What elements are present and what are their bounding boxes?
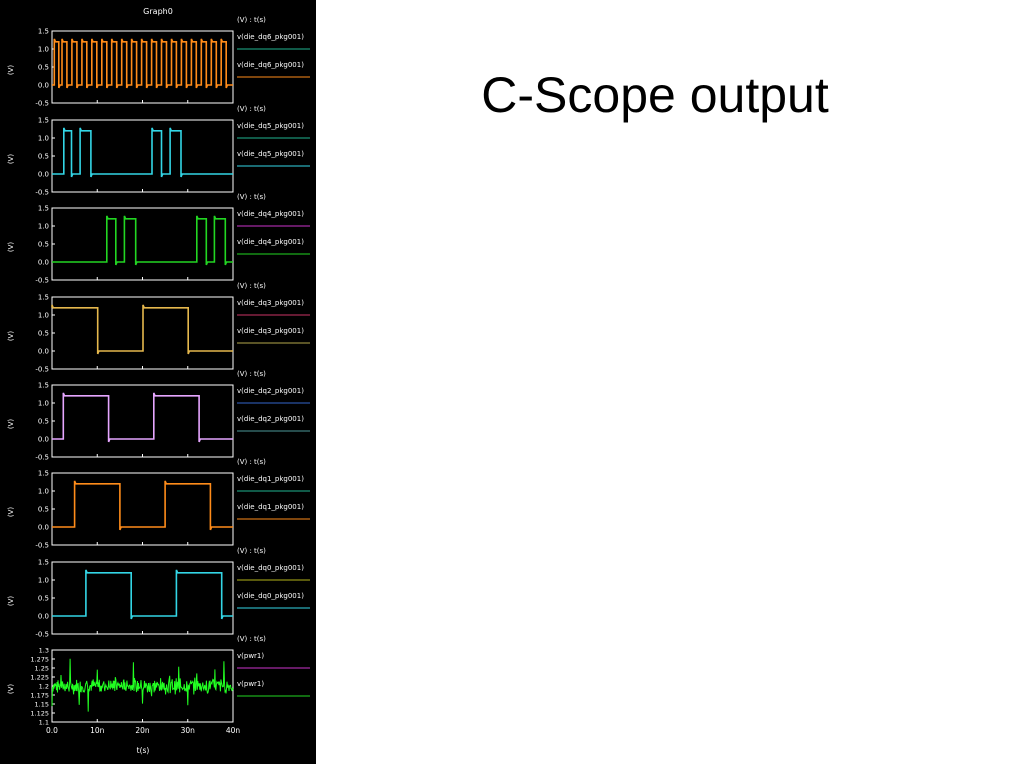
panel-axis-label: (V) : t(s) — [237, 635, 266, 643]
waveform-series — [52, 392, 233, 443]
y-tick-label: 1.3 — [39, 647, 49, 655]
waveform-series — [52, 127, 233, 178]
y-tick-label: -0.5 — [35, 542, 49, 550]
y-tick-label: 1.5 — [38, 559, 49, 567]
graph-title: Graph0 — [143, 7, 173, 16]
y-tick-label: 1.5 — [38, 382, 49, 390]
y-tick-label: 1.0 — [38, 312, 49, 320]
legend-entry-label: v(die_dq4_pkg001) — [237, 238, 304, 246]
y-tick-label: 1.5 — [38, 470, 49, 478]
legend-entry-label: v(die_dq5_pkg001) — [237, 150, 304, 158]
legend-entry-label: v(die_dq3_pkg001) — [237, 299, 304, 307]
y-tick-label: 1.0 — [38, 223, 49, 231]
legend-entry-label: v(die_dq0_pkg001) — [237, 564, 304, 572]
waveform-series — [51, 304, 233, 355]
y-axis-label: (V) — [7, 65, 15, 76]
legend-entry-label: v(die_dq2_pkg001) — [237, 415, 304, 423]
y-tick-label: 1.15 — [35, 701, 49, 709]
y-tick-label: 1.0 — [38, 400, 49, 408]
legend-entry-label: v(die_dq4_pkg001) — [237, 210, 304, 218]
legend-entry-label: v(die_dq2_pkg001) — [237, 387, 304, 395]
y-axis-label: (V) — [7, 154, 15, 165]
legend-entry-label: v(die_dq1_pkg001) — [237, 475, 304, 483]
legend-entry-label: v(pwr1) — [237, 680, 264, 688]
panel-axis-label: (V) : t(s) — [237, 458, 266, 466]
y-tick-label: -0.5 — [35, 454, 49, 462]
y-tick-label: 0.0 — [38, 436, 49, 444]
panel-axis-label: (V) : t(s) — [237, 282, 266, 290]
y-tick-label: -0.5 — [35, 100, 49, 108]
y-tick-label: 1.0 — [38, 135, 49, 143]
y-tick-label: 1.125 — [30, 710, 49, 718]
panel-axis-label: (V) : t(s) — [237, 547, 266, 555]
panel-axis-label: (V) : t(s) — [237, 370, 266, 378]
y-tick-label: 1.2 — [39, 683, 49, 691]
y-axis-label: (V) — [7, 596, 15, 607]
y-tick-label: 1.0 — [38, 577, 49, 585]
y-tick-label: 0.5 — [38, 595, 49, 603]
y-tick-label: 0.5 — [38, 506, 49, 514]
y-tick-label: -0.5 — [35, 631, 49, 639]
y-tick-label: 0.5 — [38, 418, 49, 426]
y-tick-label: 0.0 — [38, 524, 49, 532]
waveform-series — [52, 38, 233, 89]
legend-entry-label: v(die_dq6_pkg001) — [237, 61, 304, 69]
y-tick-label: 1.175 — [30, 692, 49, 700]
y-axis-label: (V) — [7, 242, 15, 253]
y-tick-label: 0.5 — [38, 330, 49, 338]
y-tick-label: 0.0 — [38, 82, 49, 90]
legend-entry-label: v(die_dq5_pkg001) — [237, 122, 304, 130]
y-tick-label: 1.225 — [30, 674, 49, 682]
y-tick-label: 0.5 — [38, 153, 49, 161]
y-tick-label: 0.5 — [38, 64, 49, 72]
y-axis-label: (V) — [7, 331, 15, 342]
legend-entry-label: v(pwr1) — [237, 652, 264, 660]
scope-panel: Graph0 t(s) 1.5 1.0 0.5 0.0 -0.5 (V) (V) : t(s… — [0, 0, 316, 764]
y-axis-label: (V) — [7, 684, 15, 695]
y-axis-label: (V) — [7, 419, 15, 430]
y-tick-label: -0.5 — [35, 277, 49, 285]
y-axis-label: (V) — [7, 507, 15, 518]
y-tick-label: 0.0 — [38, 348, 49, 356]
panel-axis-label: (V) : t(s) — [237, 193, 266, 201]
scope-chart: Graph0 t(s) 1.5 1.0 0.5 0.0 -0.5 (V) (V) : t(s… — [7, 7, 310, 755]
y-tick-label: -0.5 — [35, 189, 49, 197]
legend-entry-label: v(die_dq6_pkg001) — [237, 33, 304, 41]
y-tick-label: 1.5 — [38, 117, 49, 125]
panel-axis-label: (V) : t(s) — [237, 105, 266, 113]
waveform-series — [52, 215, 233, 266]
panel-axis-label: (V) : t(s) — [237, 16, 266, 24]
slide-title: C-Scope output — [481, 67, 829, 123]
x-tick-label: 0.0 — [46, 726, 58, 735]
waveform-series — [52, 569, 233, 620]
y-tick-label: 1.1 — [39, 719, 49, 727]
x-tick-label: 20n — [135, 726, 150, 735]
y-tick-label: 1.5 — [38, 205, 49, 213]
y-tick-label: 1.275 — [30, 656, 49, 664]
y-tick-label: 0.0 — [38, 259, 49, 267]
y-tick-label: -0.5 — [35, 366, 49, 374]
x-tick-label: 30n — [181, 726, 196, 735]
y-tick-label: 1.0 — [38, 46, 49, 54]
x-tick-label: 10n — [90, 726, 105, 735]
waveform-series — [51, 658, 234, 712]
y-tick-label: 1.0 — [38, 488, 49, 496]
legend-entry-label: v(die_dq1_pkg001) — [237, 503, 304, 511]
y-tick-label: 1.25 — [35, 665, 49, 673]
x-tick-label: 40n — [226, 726, 241, 735]
x-axis-label: t(s) — [137, 746, 150, 755]
y-tick-label: 0.0 — [38, 171, 49, 179]
y-tick-label: 1.5 — [38, 28, 49, 36]
y-tick-label: 0.5 — [38, 241, 49, 249]
y-tick-label: 1.5 — [38, 294, 49, 302]
waveform-series — [52, 480, 233, 531]
y-tick-label: 0.0 — [38, 613, 49, 621]
legend-entry-label: v(die_dq3_pkg001) — [237, 327, 304, 335]
legend-entry-label: v(die_dq0_pkg001) — [237, 592, 304, 600]
panel-frame — [51, 119, 234, 193]
